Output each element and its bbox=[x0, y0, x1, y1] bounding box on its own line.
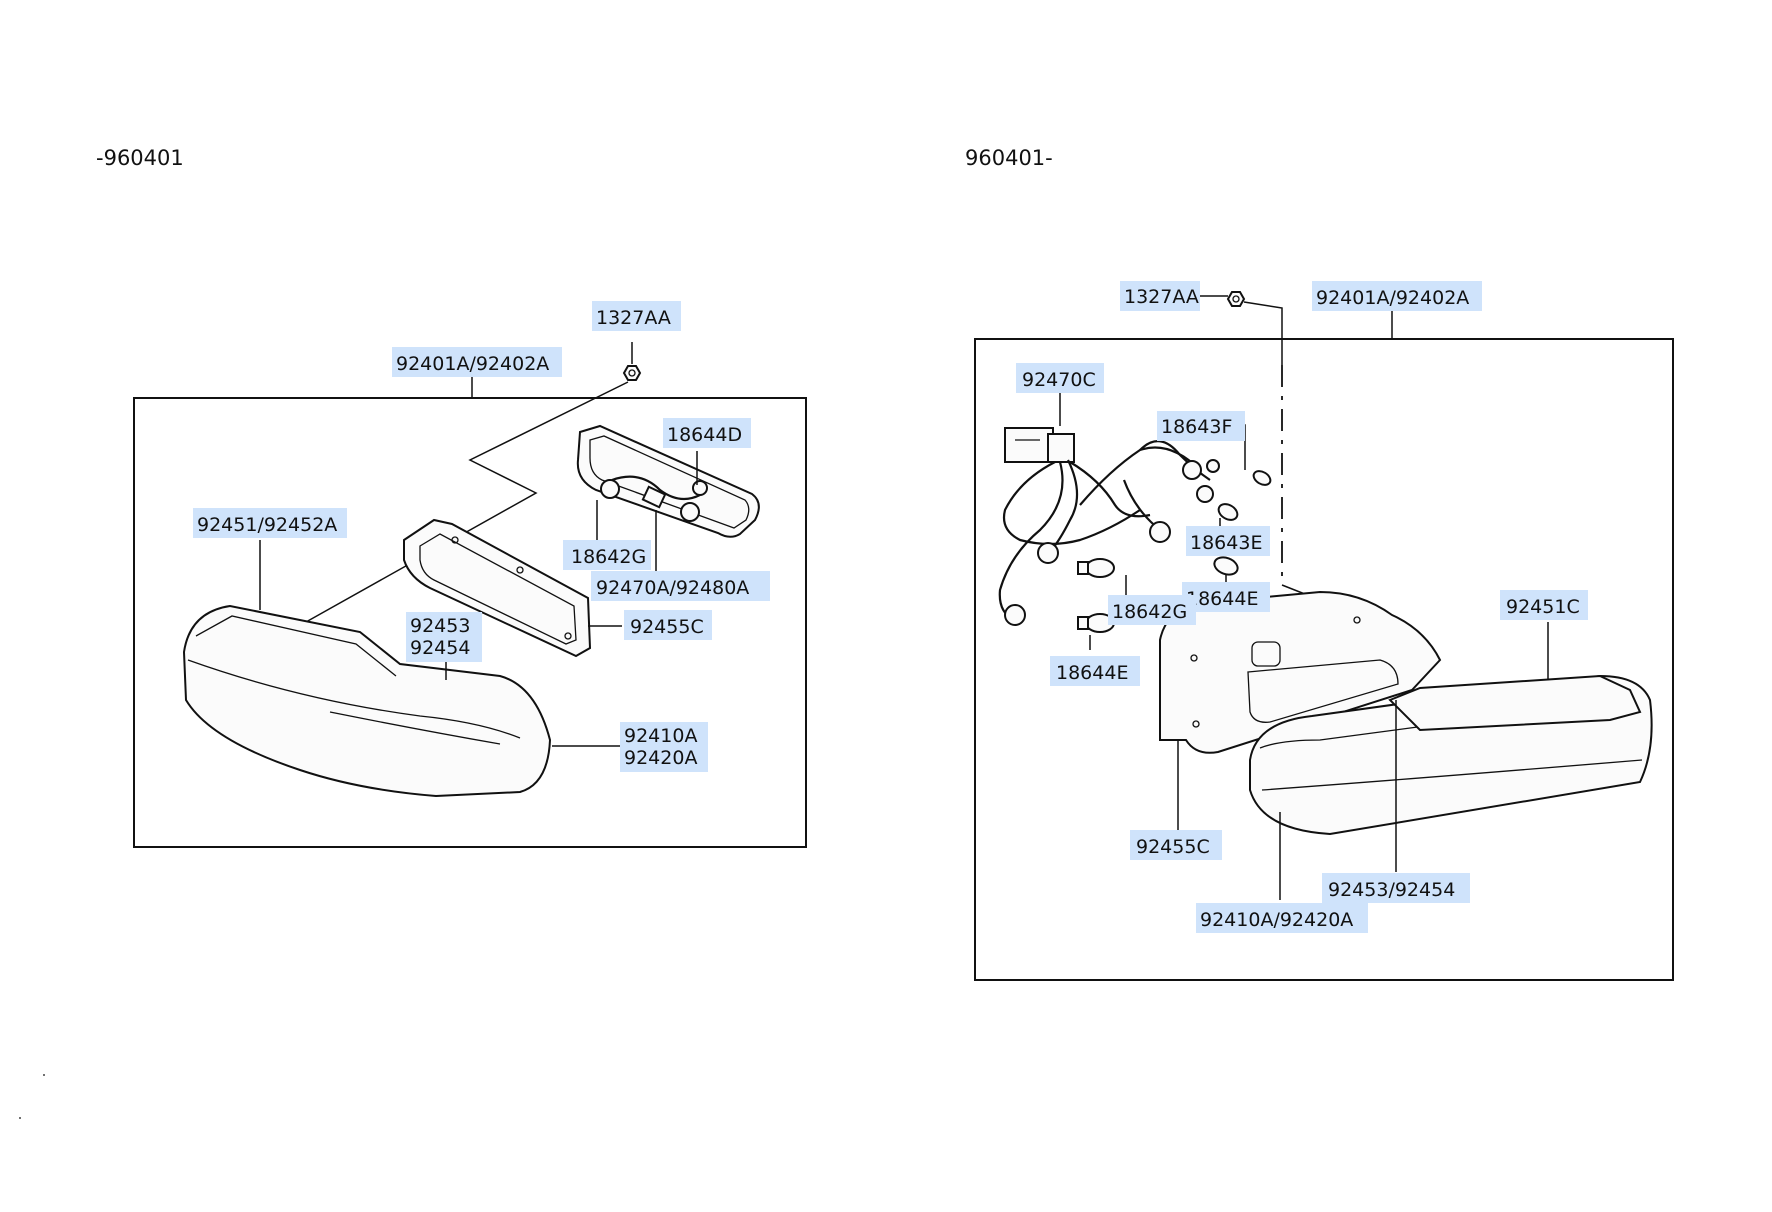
left-label-lens: 92410A 92420A bbox=[620, 722, 708, 772]
left-lens bbox=[182, 604, 552, 798]
left-label-seal: 92453 92454 bbox=[406, 612, 482, 662]
speck-2 bbox=[19, 1117, 21, 1119]
speck-1 bbox=[43, 1074, 45, 1076]
right-label-seal-text: 92453/92454 bbox=[1328, 879, 1455, 901]
right-lens bbox=[1249, 674, 1653, 836]
right-wiring-harness bbox=[998, 440, 1211, 621]
left-label-seal-b-text: 92454 bbox=[410, 637, 470, 659]
right-label-bulb-g: 18642G bbox=[1108, 595, 1196, 625]
right-bulb-g-icon bbox=[1077, 558, 1115, 578]
left-label-assembly: 92401A/92402A bbox=[392, 347, 562, 377]
right-label-housing: 92451C bbox=[1500, 590, 1588, 620]
left-assembly-frame bbox=[133, 397, 807, 848]
right-label-nut-text: 1327AA bbox=[1124, 286, 1199, 308]
left-packing-gasket bbox=[403, 518, 592, 658]
right-label-socket-e: 18643E bbox=[1186, 526, 1270, 556]
left-nut-icon bbox=[622, 365, 642, 381]
right-label-seal: 92453/92454 bbox=[1322, 873, 1470, 903]
left-label-socket-1: 18644D bbox=[663, 418, 751, 448]
right-label-nut: 1327AA bbox=[1120, 281, 1200, 311]
right-socket-2-icon bbox=[1149, 521, 1171, 543]
left-label-socket-1-text: 18644D bbox=[667, 424, 742, 446]
left-label-assembly-text: 92401A/92402A bbox=[396, 353, 549, 375]
left-label-lens-a-text: 92410A bbox=[624, 725, 697, 747]
left-bulb-housing bbox=[576, 424, 760, 538]
left-label-housing-text: 92451/92452A bbox=[197, 514, 337, 536]
right-bulb-e-icon bbox=[1217, 503, 1239, 521]
left-label-housing: 92451/92452A bbox=[193, 508, 347, 538]
left-label-bulb-1-text: 18642G bbox=[571, 546, 646, 568]
right-label-harness: 92470C bbox=[1016, 363, 1104, 393]
left-socket-icon bbox=[692, 480, 708, 496]
left-label-bulb-1: 18642G bbox=[563, 540, 651, 570]
right-nut-icon bbox=[1226, 291, 1246, 307]
right-label-socket-f: 18643F bbox=[1157, 411, 1245, 441]
right-socket-3-icon bbox=[1037, 542, 1059, 564]
right-socket-4-icon bbox=[1004, 604, 1026, 626]
right-label-lens-text: 92410A/92420A bbox=[1200, 909, 1353, 931]
right-label-bulb-e2: 18644E bbox=[1050, 656, 1140, 686]
left-label-packing-text: 92455C bbox=[630, 616, 704, 638]
right-packing-plate bbox=[1159, 590, 1442, 754]
right-section-title: 960401- bbox=[965, 146, 1053, 170]
right-label-socket-f-text: 18643F bbox=[1161, 416, 1232, 438]
right-label-lens: 92410A/92420A bbox=[1196, 903, 1368, 933]
left-label-seal-a-text: 92453 bbox=[410, 615, 470, 637]
left-label-harness-text: 92470A/92480A bbox=[596, 577, 749, 599]
right-bulb-e3-icon bbox=[1077, 613, 1115, 633]
right-label-packing-text: 92455C bbox=[1136, 836, 1210, 858]
right-label-assembly: 92401A/92402A bbox=[1312, 281, 1482, 311]
right-harness-connector bbox=[1004, 427, 1075, 463]
right-label-bulb-e2-text: 18644E bbox=[1056, 662, 1128, 684]
right-socket-5-icon bbox=[1196, 485, 1214, 503]
left-connector-icon bbox=[641, 485, 667, 509]
left-bulb-1-icon bbox=[600, 479, 620, 499]
right-label-bulb-e1: 18644E bbox=[1182, 582, 1270, 612]
right-bulb-f-icon bbox=[1252, 470, 1272, 486]
right-label-harness-text: 92470C bbox=[1022, 369, 1096, 391]
right-socket-1-icon bbox=[1182, 459, 1220, 480]
right-label-bulb-e1-text: 18644E bbox=[1186, 588, 1258, 610]
right-label-housing-text: 92451C bbox=[1506, 596, 1580, 618]
left-label-harness: 92470A/92480A bbox=[591, 571, 770, 601]
left-label-lens-b-text: 92420A bbox=[624, 747, 697, 769]
right-diagram bbox=[974, 291, 1674, 981]
right-bulb-e2-icon bbox=[1213, 556, 1239, 576]
left-label-packing: 92455C bbox=[624, 610, 712, 640]
left-label-nut: 1327AA bbox=[592, 301, 681, 331]
right-label-packing: 92455C bbox=[1130, 830, 1222, 860]
right-label-bulb-g-text: 18642G bbox=[1112, 601, 1187, 623]
left-label-nut-text: 1327AA bbox=[596, 307, 671, 329]
left-bulb-2-icon bbox=[680, 502, 700, 522]
right-label-socket-e-text: 18643E bbox=[1190, 532, 1262, 554]
left-diagram bbox=[133, 342, 807, 848]
right-assembly-frame bbox=[974, 338, 1674, 981]
right-label-assembly-text: 92401A/92402A bbox=[1316, 287, 1469, 309]
left-section-title: -960401 bbox=[96, 146, 184, 170]
